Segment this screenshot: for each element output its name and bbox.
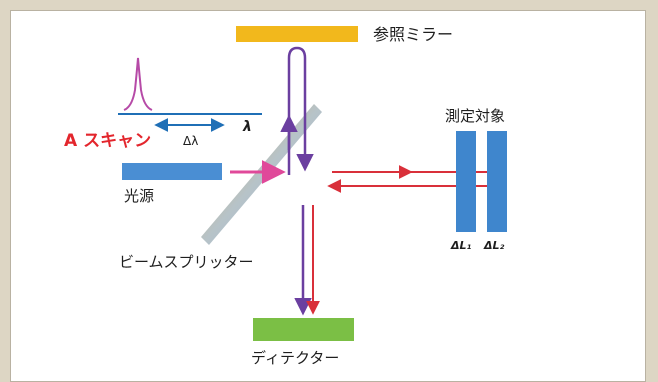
beam-splitter [201,104,322,245]
delta-l2-label: ΔL₂ [483,239,505,252]
measurement-target-label: 測定対象 [445,107,505,125]
beam-splitter-label: ビームスプリッター [119,253,254,271]
target-layer-1 [456,131,476,232]
reference-beam-loop [287,46,314,175]
lambda-label: λ [242,119,252,135]
delta-l1-label: ΔL₁ [450,239,472,252]
reference-mirror-label: 参照ミラー [373,25,453,44]
reference-mirror [236,26,358,42]
a-scan-label: A スキャン [64,131,151,151]
sample-beam-loop [327,171,505,193]
target-layer-2 [487,131,507,232]
light-source [122,163,222,180]
detector [253,318,354,341]
light-source-label: 光源 [124,187,154,205]
detector-label: ディテクター [251,349,339,367]
oct-diagram: 参照ミラー Δλ λ A スキャン 光源 ビームスプリッター 測定対象 ΔL₁ … [64,25,507,367]
delta-lambda-label: Δλ [183,134,198,148]
spectrum-peak [123,57,153,111]
